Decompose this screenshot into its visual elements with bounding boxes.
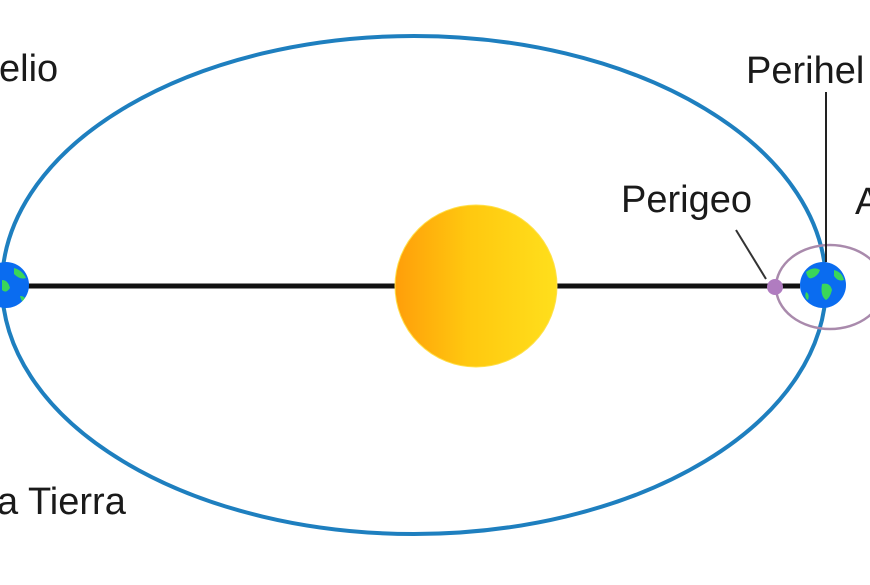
aphelion-label: elio (0, 48, 59, 90)
earth-orbit-label: a Tierra (0, 481, 126, 523)
perihelion-label: Perihel (746, 50, 865, 92)
moon (767, 279, 783, 295)
earth-perihelion (800, 262, 846, 308)
apogee-label: A (855, 181, 870, 223)
sun (394, 204, 558, 368)
perigee-label: Perigeo (621, 179, 752, 221)
perigee-pointer-line (735, 229, 767, 280)
earth-aphelion (0, 262, 29, 308)
